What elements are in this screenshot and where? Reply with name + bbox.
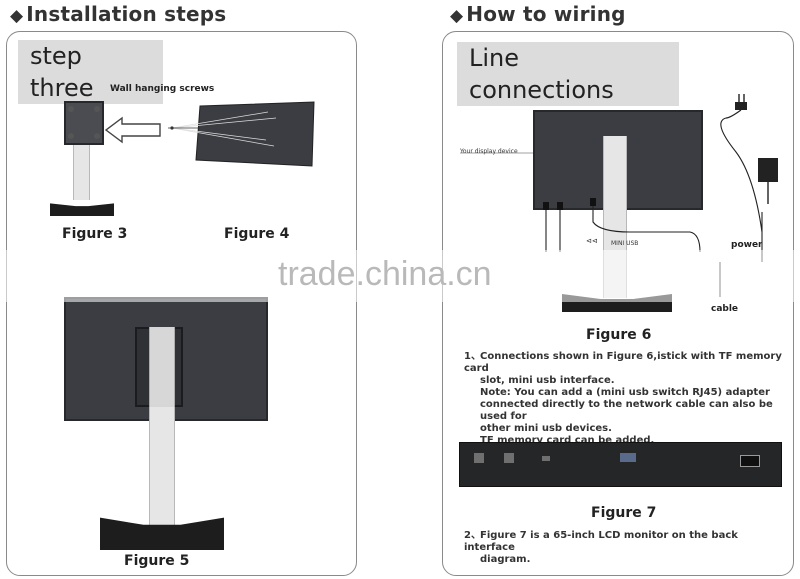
figure6-caption: Figure 6 xyxy=(586,327,652,343)
wall-hanging-screws-label: Wall hanging screws xyxy=(110,84,215,94)
installation-steps-title: ◆Installation steps xyxy=(10,2,227,26)
usb-port-icon xyxy=(474,453,484,463)
power-label: power xyxy=(731,240,763,250)
vga-port-icon xyxy=(620,453,636,462)
figure3-caption: Figure 3 xyxy=(62,226,128,242)
screw-hole-icon xyxy=(68,106,74,112)
diamond-bullet-icon: ◆ xyxy=(450,6,464,26)
mini-usb-port-icon xyxy=(542,456,550,461)
figure7-caption: Figure 7 xyxy=(591,505,657,521)
support-pole xyxy=(73,145,90,200)
display-device-leader xyxy=(460,152,536,154)
diamond-bullet-icon: ◆ xyxy=(10,6,24,26)
power-socket-icon xyxy=(740,455,760,467)
pole-front xyxy=(149,327,175,537)
figure7-interface-strip xyxy=(459,442,782,487)
screw-hole-icon xyxy=(94,106,100,112)
how-to-wiring-title: ◆How to wiring xyxy=(450,2,626,26)
figure4-caption: Figure 4 xyxy=(224,226,290,242)
note-2: 2、Figure 7 is a 65-inch LCD monitor on t… xyxy=(464,530,738,565)
figure4-illustration xyxy=(168,101,315,167)
watermark-band xyxy=(0,250,800,302)
left-arrow-icon xyxy=(104,116,161,144)
figure5-caption: Figure 5 xyxy=(124,553,190,569)
tf-card-icon: ⊲⊲ xyxy=(586,237,598,245)
note-1-number: 1、 xyxy=(464,351,481,362)
floor-base xyxy=(50,203,114,216)
mini-usb-label: MINI USB xyxy=(611,240,639,247)
note-2-number: 2、 xyxy=(464,530,481,541)
usb-port-icon xyxy=(504,453,514,463)
note-1: 1、Connections shown in Figure 6,istick w… xyxy=(464,351,782,446)
step-three-heading: step three xyxy=(18,40,163,104)
screw-hole-icon xyxy=(94,133,100,139)
cable-label: cable xyxy=(711,304,739,314)
screw-hole-icon xyxy=(68,133,74,139)
line-connections-heading: Line connections xyxy=(457,42,679,106)
watermark-text: trade.china.cn xyxy=(278,255,492,293)
display-device-label: Your display device xyxy=(460,148,518,155)
